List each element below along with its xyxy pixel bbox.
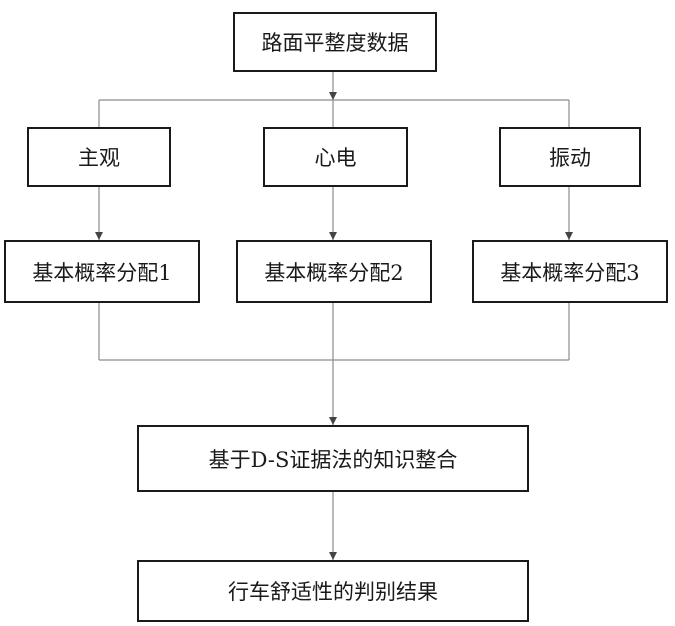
arrow-result xyxy=(329,552,337,560)
node-ecg: 心电 xyxy=(263,127,408,187)
arrow-bpa2 xyxy=(329,232,337,240)
arrow-bpa3 xyxy=(565,232,573,240)
node-road-roughness-data: 路面平整度数据 xyxy=(233,12,437,72)
arrow-to-split xyxy=(329,92,337,100)
node-bpa-3: 基本概率分配3 xyxy=(472,240,668,303)
node-vibration: 振动 xyxy=(499,127,641,187)
node-bpa-2: 基本概率分配2 xyxy=(236,240,432,303)
arrow-bpa1 xyxy=(95,232,103,240)
node-subjective: 主观 xyxy=(27,127,171,187)
node-comfort-result: 行车舒适性的判别结果 xyxy=(137,560,529,622)
node-ds-evidence-fusion: 基于D-S证据法的知识整合 xyxy=(137,425,529,492)
node-bpa-1: 基本概率分配1 xyxy=(4,240,200,303)
arrow-fusion xyxy=(329,417,337,425)
